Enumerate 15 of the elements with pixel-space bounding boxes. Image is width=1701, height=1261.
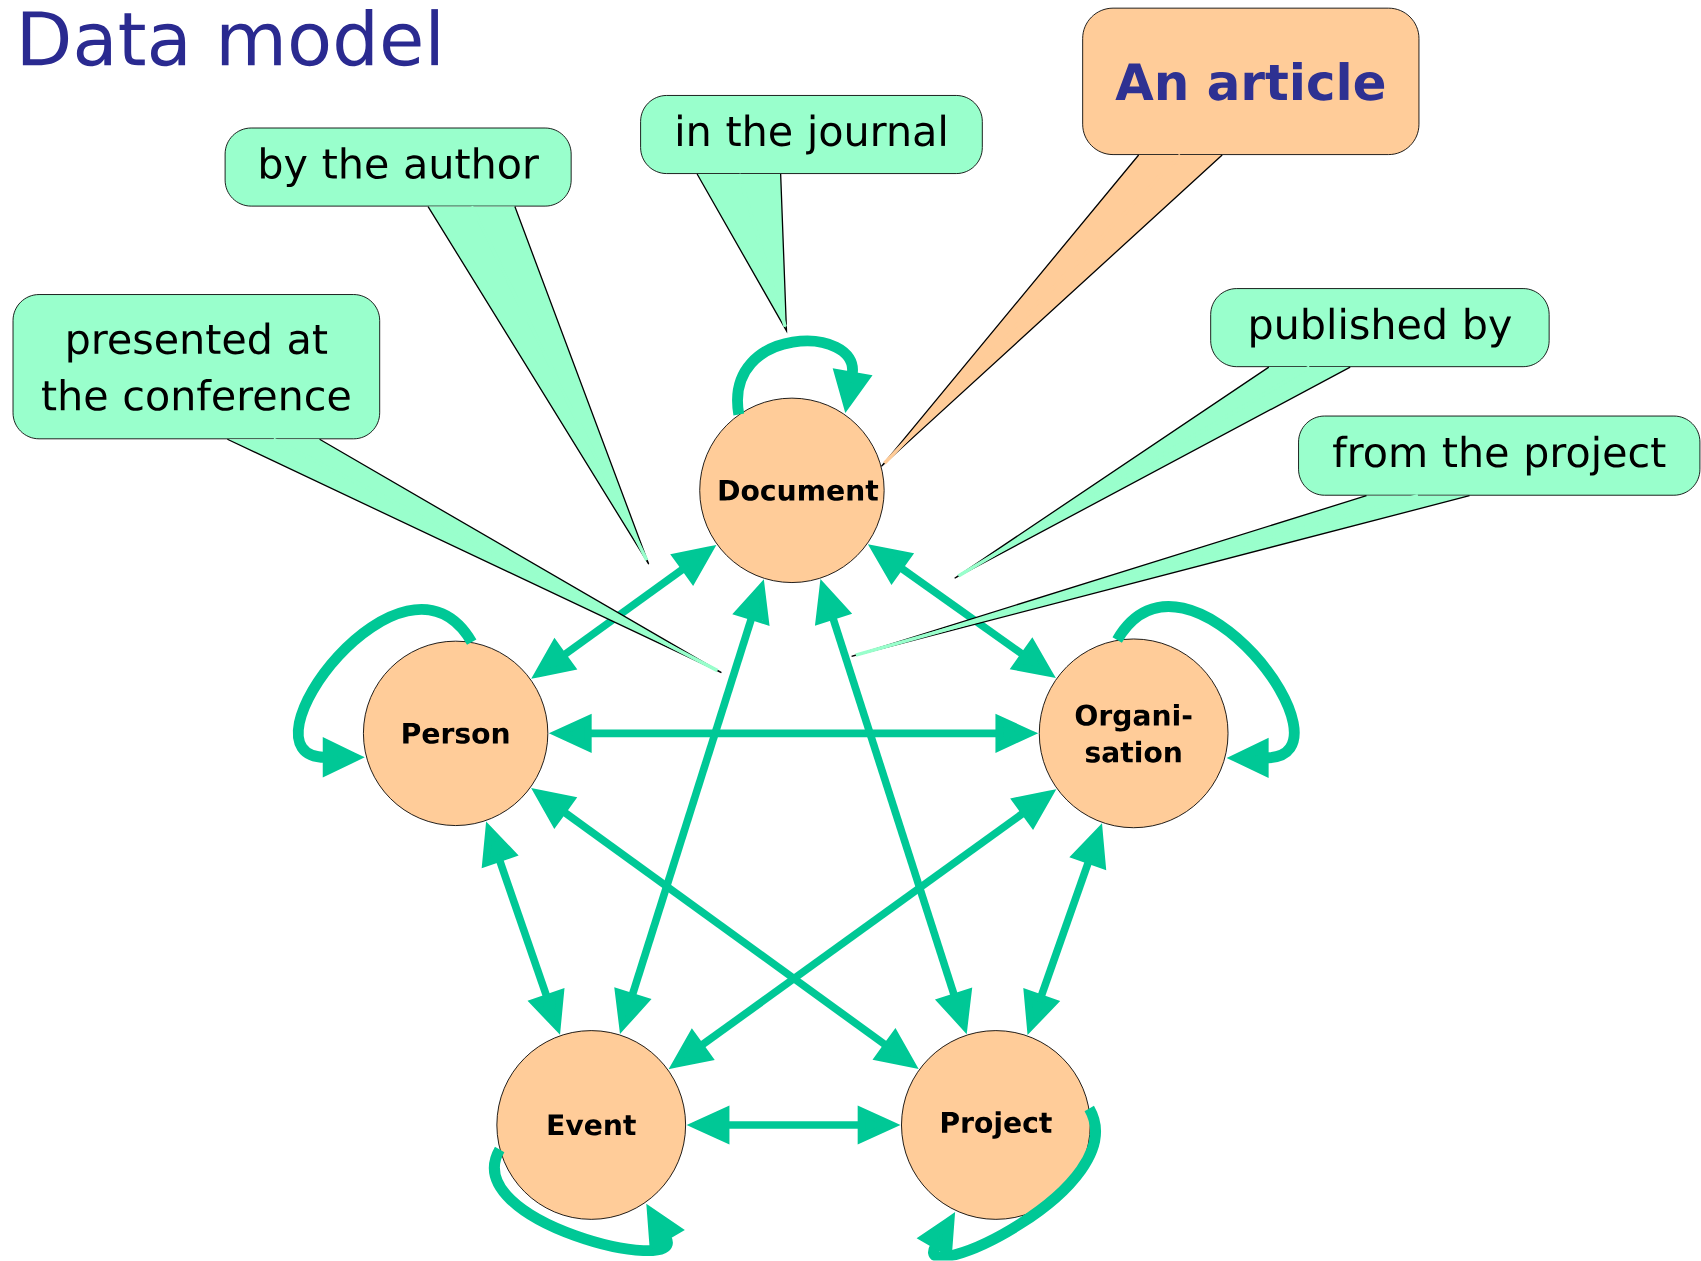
- callout-bubble: in the journal: [640, 95, 983, 175]
- callout-bubble: published by: [1210, 288, 1550, 368]
- callout-tail: [427, 206, 650, 565]
- loop-arrow: [1113, 602, 1299, 779]
- callout-tail: [880, 154, 1223, 468]
- loop-arrow: [732, 335, 873, 415]
- callout-bubble: by the author: [224, 127, 572, 207]
- title: Data model: [22, 9, 438, 67]
- callout-bubble: An article: [1082, 7, 1420, 156]
- callout-tail: [226, 437, 723, 674]
- callout-tail: [850, 494, 1471, 658]
- callout-tail: [696, 173, 788, 334]
- callout-bubble: presented at the conference: [12, 294, 381, 440]
- loop-arrow: [916, 1107, 1101, 1261]
- callout-bubble: from the project: [1298, 415, 1701, 496]
